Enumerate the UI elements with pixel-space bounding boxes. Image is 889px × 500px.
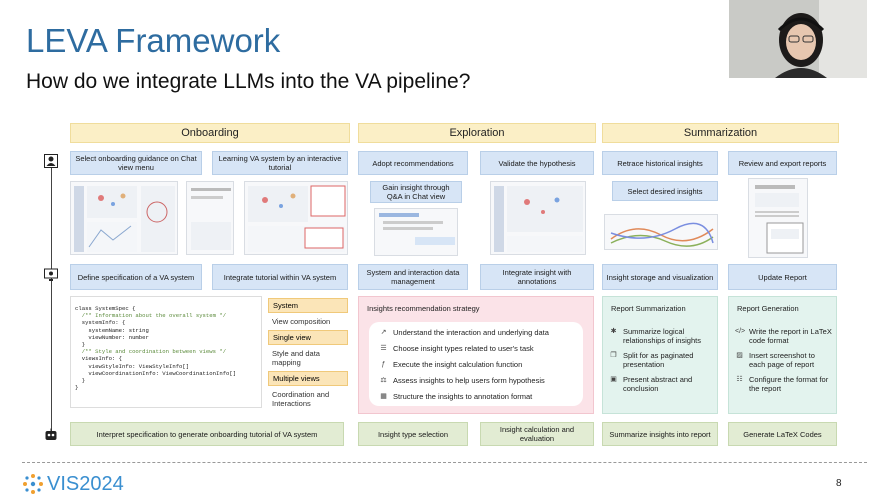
- review-export-box: Review and export reports: [728, 151, 837, 175]
- strategy-item: ⚖Assess insights to help users form hypo…: [380, 376, 545, 385]
- update-report-box: Update Report: [728, 264, 837, 290]
- code-line: }: [75, 341, 86, 349]
- select-guidance-box: Select onboarding guidance on Chat view …: [70, 151, 202, 175]
- tutorial-screenshot: [186, 181, 234, 255]
- interaction-data-box: System and interaction data management: [358, 264, 468, 290]
- present-icon: ▣: [610, 376, 617, 383]
- line-chart-icon: ↗: [380, 329, 387, 336]
- summarize-insights-box: Summarize insights into report: [602, 422, 718, 446]
- code-line: viewsInfo: {: [75, 355, 122, 363]
- code-line: }: [75, 377, 86, 385]
- slide-title: LEVA Framework: [26, 22, 281, 59]
- insight-storage-box: Insight storage and visualization: [602, 264, 718, 290]
- code-icon: </>: [735, 328, 746, 335]
- report-summarization-panel: Report Summarization ✱Summarize logical …: [602, 296, 718, 414]
- code-line: viewCoordinationInfo: ViewCoordinationIn…: [75, 369, 237, 377]
- gen-item: ▨Insert screenshot to each page of repor…: [736, 351, 815, 369]
- learning-system-box: Learning VA system by an interactive tut…: [212, 151, 348, 175]
- summ-item: ✱Summarize logical relationships of insi…: [610, 327, 701, 345]
- spec-tags: System View composition Single view Styl…: [268, 298, 348, 410]
- strategy-list: ↗Understand the interaction and underlyi…: [369, 322, 583, 406]
- code-line: viewStyleInfo: ViewStyleInfo[]: [75, 362, 190, 370]
- structure-icon: ▦: [380, 393, 387, 400]
- presenter-video: [729, 0, 867, 78]
- strategy-item: ▦Structure the insights to annotation fo…: [380, 392, 533, 401]
- integrate-insight-box: Integrate insight with annotations: [480, 264, 594, 290]
- spec-tag-single-view: Single view: [268, 330, 348, 345]
- vis-logo-text: VIS2024: [47, 472, 124, 495]
- report-generation-title: Report Generation: [737, 304, 799, 313]
- retrace-insights-box: Retrace historical insights: [602, 151, 718, 175]
- document-icon: ☷: [736, 376, 743, 383]
- validate-hypothesis-box: Validate the hypothesis: [480, 151, 594, 175]
- code-line: systemInfo: {: [75, 319, 126, 327]
- report-summarization-title: Report Summarization: [611, 304, 686, 313]
- footer-divider: [22, 462, 867, 464]
- function-icon: ƒ: [381, 361, 386, 368]
- exploration-screenshot: [490, 181, 586, 255]
- integrate-tutorial-box: Integrate tutorial within VA system: [212, 264, 348, 290]
- assess-icon: ⚖: [380, 377, 387, 384]
- adopt-recommendations-box: Adopt recommendations: [358, 151, 468, 175]
- code-line: viewNumber: number: [75, 333, 149, 341]
- tutorial-system-screenshot: [244, 181, 348, 255]
- slide-subtitle: How do we integrate LLMs into the VA pip…: [26, 70, 471, 93]
- image-icon: ▨: [736, 352, 743, 359]
- monitor-icon: [44, 268, 58, 285]
- strategy-panel: Insights recommendation strategy ↗Unders…: [358, 296, 594, 414]
- gen-item: </>Write the report in LaTeX code format: [735, 327, 832, 345]
- vis-logo: VIS2024: [22, 470, 182, 498]
- code-line: class SystemSpec {: [75, 305, 136, 312]
- insight-type-box: Insight type selection: [358, 422, 468, 446]
- spec-desc-single-view: Style and data mapping: [272, 349, 320, 367]
- report-generation-list: </>Write the report in LaTeX code format…: [735, 327, 833, 393]
- gain-insight-box: Gain insight through Q&A in Chat view: [370, 181, 462, 203]
- presenter-image: [729, 0, 867, 78]
- system-spec-code: class SystemSpec { /** Information about…: [70, 296, 262, 408]
- phase-onboarding: Onboarding: [70, 123, 350, 143]
- chat-view-screenshot: [374, 208, 458, 256]
- summ-item: ▣Present abstract and conclusion: [610, 375, 693, 393]
- report-screenshot: [748, 178, 808, 258]
- page-number: 8: [836, 478, 842, 489]
- insight-storage-screenshot: [604, 214, 718, 250]
- code-line: }: [75, 384, 79, 392]
- interpret-spec-box: Interpret specification to generate onbo…: [70, 422, 344, 446]
- strategy-item: ↗Understand the interaction and underlyi…: [380, 328, 549, 337]
- code-line: systemName: string: [75, 326, 149, 334]
- code-line: /** Information about the overall system…: [75, 312, 227, 320]
- user-icon: [44, 154, 58, 171]
- spec-desc-multiple-views: Coordination and Interactions: [272, 390, 330, 408]
- phase-exploration: Exploration: [358, 123, 596, 143]
- row-axis-line: [51, 160, 52, 435]
- summ-item: ❐Split for as paginated presentation: [610, 351, 694, 369]
- vis-logo-mark: [23, 474, 43, 494]
- robot-icon: [44, 428, 58, 445]
- insight-calc-box: Insight calculation and evaluation: [480, 422, 594, 446]
- spec-tag-multiple-views: Multiple views: [268, 371, 348, 386]
- report-generation-panel: Report Generation </>Write the report in…: [728, 296, 837, 414]
- select-icon: ☰: [380, 345, 387, 352]
- pages-icon: ❐: [610, 352, 617, 359]
- gen-item: ☷Configure the format for the report: [736, 375, 829, 393]
- define-spec-box: Define specification of a VA system: [70, 264, 202, 290]
- strategy-item: ☰Choose insight types related to user's …: [380, 344, 534, 353]
- code-block: class SystemSpec { /** Information about…: [75, 305, 257, 391]
- report-summarization-list: ✱Summarize logical relationships of insi…: [609, 327, 713, 393]
- phase-summarization: Summarization: [602, 123, 839, 143]
- strategy-title: Insights recommendation strategy: [367, 304, 480, 313]
- onboarding-screenshot: [70, 181, 178, 255]
- spec-desc-system: View composition: [272, 317, 331, 326]
- spec-tag-system: System: [268, 298, 348, 313]
- generate-latex-box: Generate LaTeX Codes: [728, 422, 837, 446]
- select-desired-box: Select desired insights: [612, 181, 718, 201]
- logic-icon: ✱: [610, 328, 617, 335]
- code-line: /** Style and coordination between views…: [75, 348, 227, 356]
